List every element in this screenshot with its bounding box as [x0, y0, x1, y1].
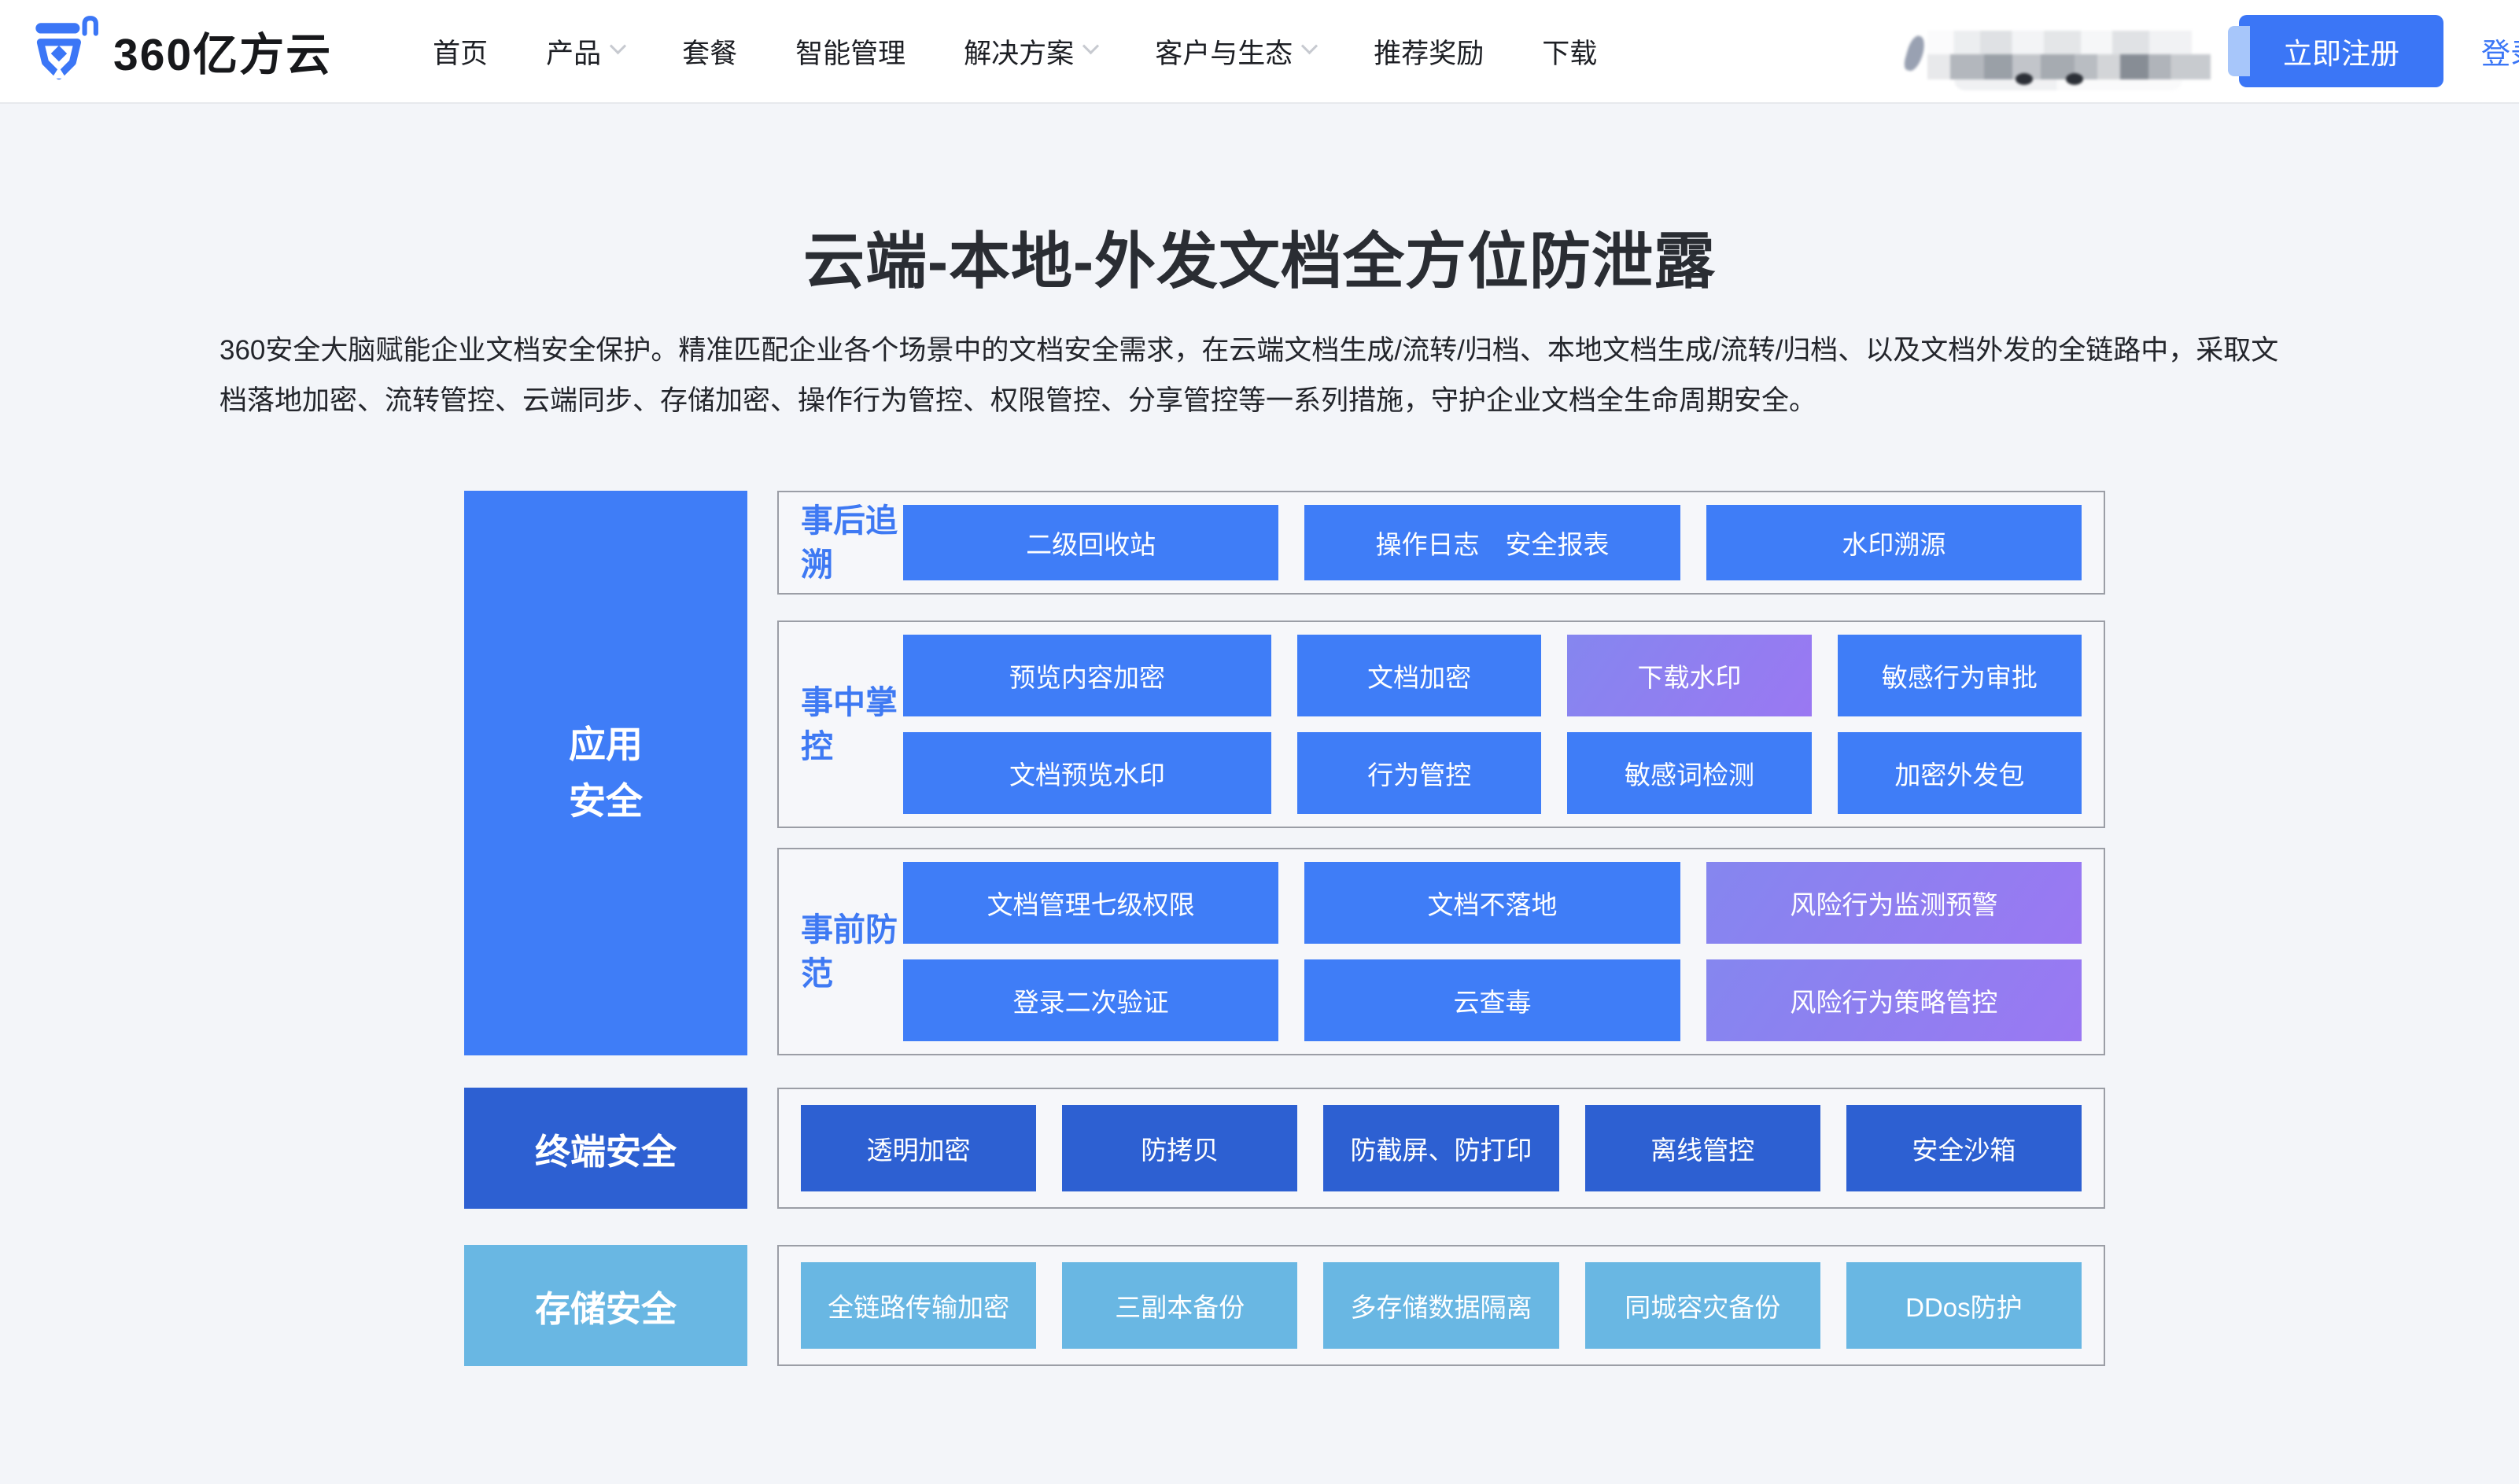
chevron-down-icon	[610, 37, 627, 54]
feature-box: 多存储数据隔离	[1323, 1262, 1559, 1349]
feature-box: 操作日志 安全报表	[1304, 505, 1680, 580]
feature-box: 登录二次验证	[903, 959, 1279, 1041]
nav-item-customers-ecosystem[interactable]: 客户与生态	[1155, 31, 1319, 72]
group-post-event-tracing: 事后追溯 二级回收站 操作日志 安全报表 水印溯源	[777, 491, 2105, 595]
feature-box: 预览内容加密	[903, 635, 1271, 716]
diagram-groups-column: 事后追溯 二级回收站 操作日志 安全报表 水印溯源 事中掌控 预览内容加密 文档…	[777, 491, 2105, 1366]
diagram-category-column: 应用安全 终端安全 存储安全	[464, 491, 747, 1366]
register-button[interactable]: 立即注册	[2239, 15, 2443, 87]
feature-box: 三副本备份	[1062, 1262, 1298, 1349]
nav-item-download[interactable]: 下载	[1542, 38, 1598, 69]
feature-box: 云查毒	[1304, 959, 1680, 1041]
group-label: 事中掌控	[801, 684, 898, 764]
security-diagram: 应用安全 终端安全 存储安全 事后追溯 二级回收站 操作日志 安全报表 水印溯源	[464, 491, 2105, 1366]
nav-item-products[interactable]: 产品	[546, 31, 627, 72]
feature-box: 风险行为监测预警	[1706, 862, 2082, 944]
brand-logo-icon	[35, 16, 98, 80]
group-storage-security: 全链路传输加密 三副本备份 多存储数据隔离 同城容灾备份 DDos防护	[777, 1245, 2105, 1366]
blurred-phone-icon	[1902, 34, 1927, 73]
feature-box: 下载水印	[1567, 635, 1812, 716]
nav-item-solutions[interactable]: 解决方案	[964, 31, 1100, 72]
feature-box: 敏感行为审批	[1837, 635, 2082, 716]
feature-box: DDos防护	[1846, 1262, 2082, 1349]
nav-item-referral-rewards[interactable]: 推荐奖励	[1374, 38, 1484, 69]
feature-box: 敏感词检测	[1567, 732, 1812, 814]
feature-box: 文档预览水印	[903, 732, 1271, 814]
category-storage-security: 存储安全	[464, 1245, 747, 1366]
nav-item-smart-management[interactable]: 智能管理	[795, 38, 906, 69]
blur-artifact	[2228, 26, 2250, 76]
group-terminal-security: 透明加密 防拷贝 防截屏、防打印 离线管控 安全沙箱	[777, 1088, 2105, 1209]
feature-box: 行为管控	[1297, 732, 1542, 814]
blurred-phone-number	[1899, 13, 2215, 90]
feature-box: 二级回收站	[903, 505, 1279, 580]
feature-box: 同城容灾备份	[1584, 1262, 1820, 1349]
page-title: 云端-本地-外发文档全方位防泄露	[803, 226, 1716, 296]
brand-logo[interactable]: 360亿方云	[24, 13, 332, 90]
group-pre-event-prevention: 事前防范 文档管理七级权限 文档不落地 风险行为监测预警 登录二次验证 云查毒 …	[777, 848, 2105, 1055]
group-in-event-control: 事中掌控 预览内容加密 文档加密 下载水印 敏感行为审批 文档预览水印 行为管控…	[777, 620, 2105, 828]
nav-right: 立即注册 登录	[1899, 13, 2519, 90]
page-content: 云端-本地-外发文档全方位防泄露 360安全大脑赋能企业文档安全保护。精准匹配企…	[0, 212, 2519, 1366]
feature-box: 透明加密	[801, 1105, 1037, 1191]
group-label: 事前防范	[801, 911, 898, 992]
feature-box: 文档不落地	[1304, 862, 1680, 944]
feature-box: 文档管理七级权限	[903, 862, 1279, 944]
brand-name: 360亿方云	[113, 30, 333, 80]
feature-box: 全链路传输加密	[801, 1262, 1037, 1349]
nav-item-plans[interactable]: 套餐	[682, 38, 738, 69]
feature-box: 风险行为策略管控	[1706, 959, 2082, 1041]
feature-box: 加密外发包	[1837, 732, 2082, 814]
chevron-down-icon	[1301, 37, 1319, 54]
nav-item-home[interactable]: 首页	[433, 38, 489, 69]
feature-box: 离线管控	[1584, 1105, 1820, 1191]
feature-box: 文档加密	[1297, 635, 1542, 716]
feature-box: 防拷贝	[1062, 1105, 1298, 1191]
main-menu: 首页 产品 套餐 智能管理 解决方案 客户与生态 推荐奖励 下载	[433, 31, 1597, 72]
group-label: 事后追溯	[801, 503, 898, 583]
category-application-security: 应用安全	[464, 491, 747, 1055]
top-nav: 360亿方云 首页 产品 套餐 智能管理 解决方案 客户与生态 推荐奖励 下载 …	[0, 0, 2519, 104]
feature-box: 防截屏、防打印	[1323, 1105, 1559, 1191]
category-terminal-security: 终端安全	[464, 1088, 747, 1209]
feature-box: 安全沙箱	[1846, 1105, 2082, 1191]
login-link[interactable]: 登录	[2481, 38, 2519, 70]
page-description: 360安全大脑赋能企业文档安全保护。精准匹配企业各个场景中的文档安全需求，在云端…	[219, 335, 2279, 416]
chevron-down-icon	[1082, 37, 1100, 54]
feature-box: 水印溯源	[1706, 505, 2082, 580]
